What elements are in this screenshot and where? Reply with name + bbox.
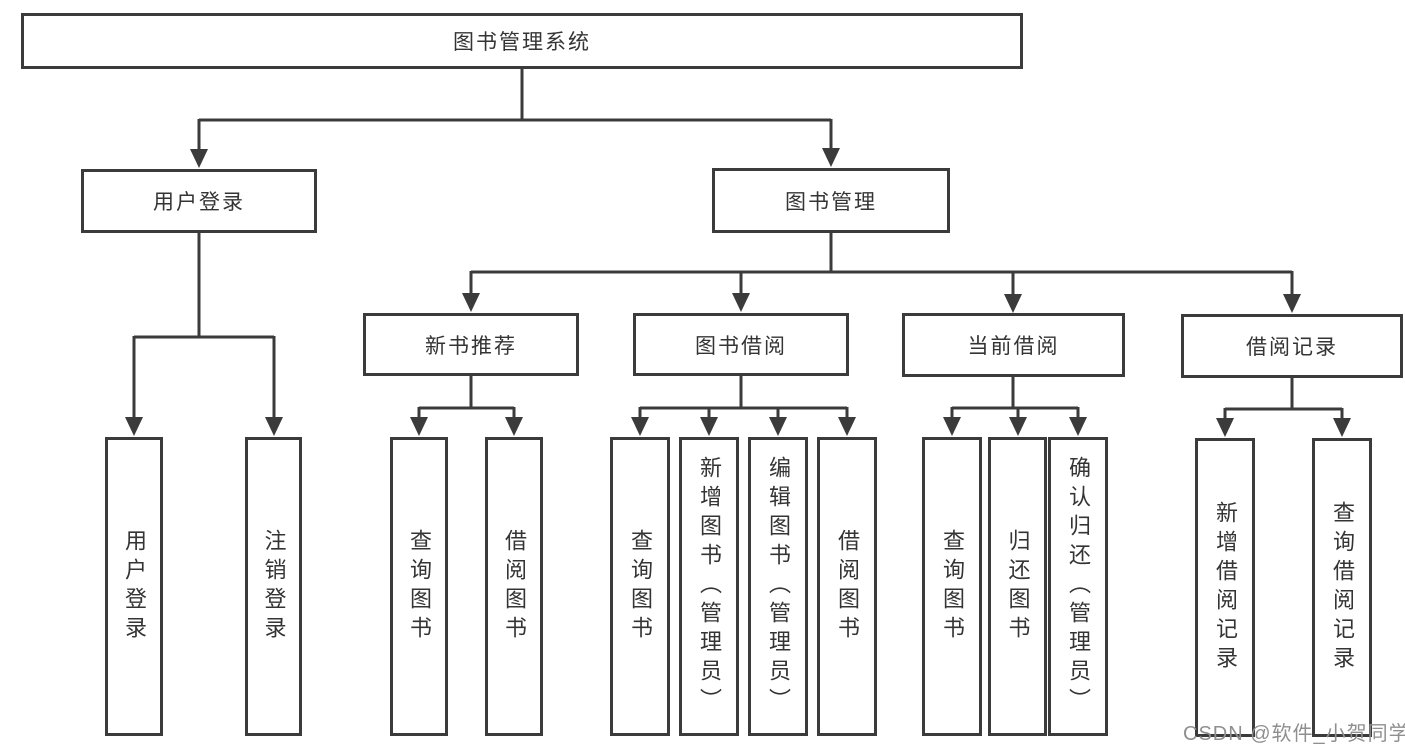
node-new-book-recommend: 新书推荐 [363,313,579,376]
leaf-add-books-admin: 新增图书（管理员） [679,437,739,736]
leaf-borrow-books-2: 借阅图书 [817,437,877,736]
leaf-query-books-1-label: 查询图书 [407,528,432,645]
leaf-edit-books-admin: 编辑图书（管理员） [748,437,808,736]
leaf-return-books: 归还图书 [988,437,1047,736]
node-book-borrowing: 图书借阅 [633,313,849,376]
leaf-query-borrow-record-label: 查询借阅记录 [1330,500,1355,675]
node-book-management: 图书管理 [712,168,950,233]
node-system-label: 图书管理系统 [453,31,591,54]
csdn-watermark: CSDN @软件_小贺同学 [1183,723,1405,745]
leaf-user-login-label: 用户登录 [122,528,147,645]
leaf-logout: 注销登录 [245,437,302,736]
leaf-query-books-3-label: 查询图书 [940,528,965,645]
node-borrowing-records: 借阅记录 [1181,314,1403,378]
leaf-return-books-label: 归还图书 [1005,528,1031,645]
leaf-confirm-return-admin: 确认归还（管理员） [1048,437,1108,736]
leaf-borrow-books-1-label: 借阅图书 [502,528,527,645]
node-user-login-label: 用户登录 [153,191,245,214]
leaf-confirm-return-admin-label: 确认归还（管理员） [1066,456,1091,717]
node-user-login: 用户登录 [81,169,317,233]
leaf-borrow-books-1: 借阅图书 [485,437,543,736]
leaf-borrow-books-2-label: 借阅图书 [835,528,860,645]
node-borrowing-records-label: 借阅记录 [1246,336,1338,359]
leaf-query-books-2-label: 查询图书 [628,528,653,645]
leaf-logout-label: 注销登录 [261,528,287,645]
node-book-borrowing-label: 图书借阅 [695,334,787,358]
leaf-query-books-3: 查询图书 [922,437,982,736]
node-current-borrowing: 当前借阅 [902,313,1125,377]
node-new-book-recommend-label: 新书推荐 [425,334,517,358]
leaf-query-books-1: 查询图书 [390,437,448,736]
leaf-query-borrow-record: 查询借阅记录 [1312,438,1372,737]
leaf-query-books-2: 查询图书 [610,437,670,736]
node-book-management-label: 图书管理 [785,190,877,214]
leaf-user-login: 用户登录 [105,437,163,736]
leaf-edit-books-admin-label: 编辑图书（管理员） [766,456,791,717]
node-system: 图书管理系统 [21,13,1023,69]
node-current-borrowing-label: 当前借阅 [967,335,1060,358]
leaf-add-borrow-record-label: 新增借阅记录 [1213,500,1238,675]
leaf-add-borrow-record: 新增借阅记录 [1195,438,1255,737]
leaf-add-books-admin-label: 新增图书（管理员） [697,456,722,717]
